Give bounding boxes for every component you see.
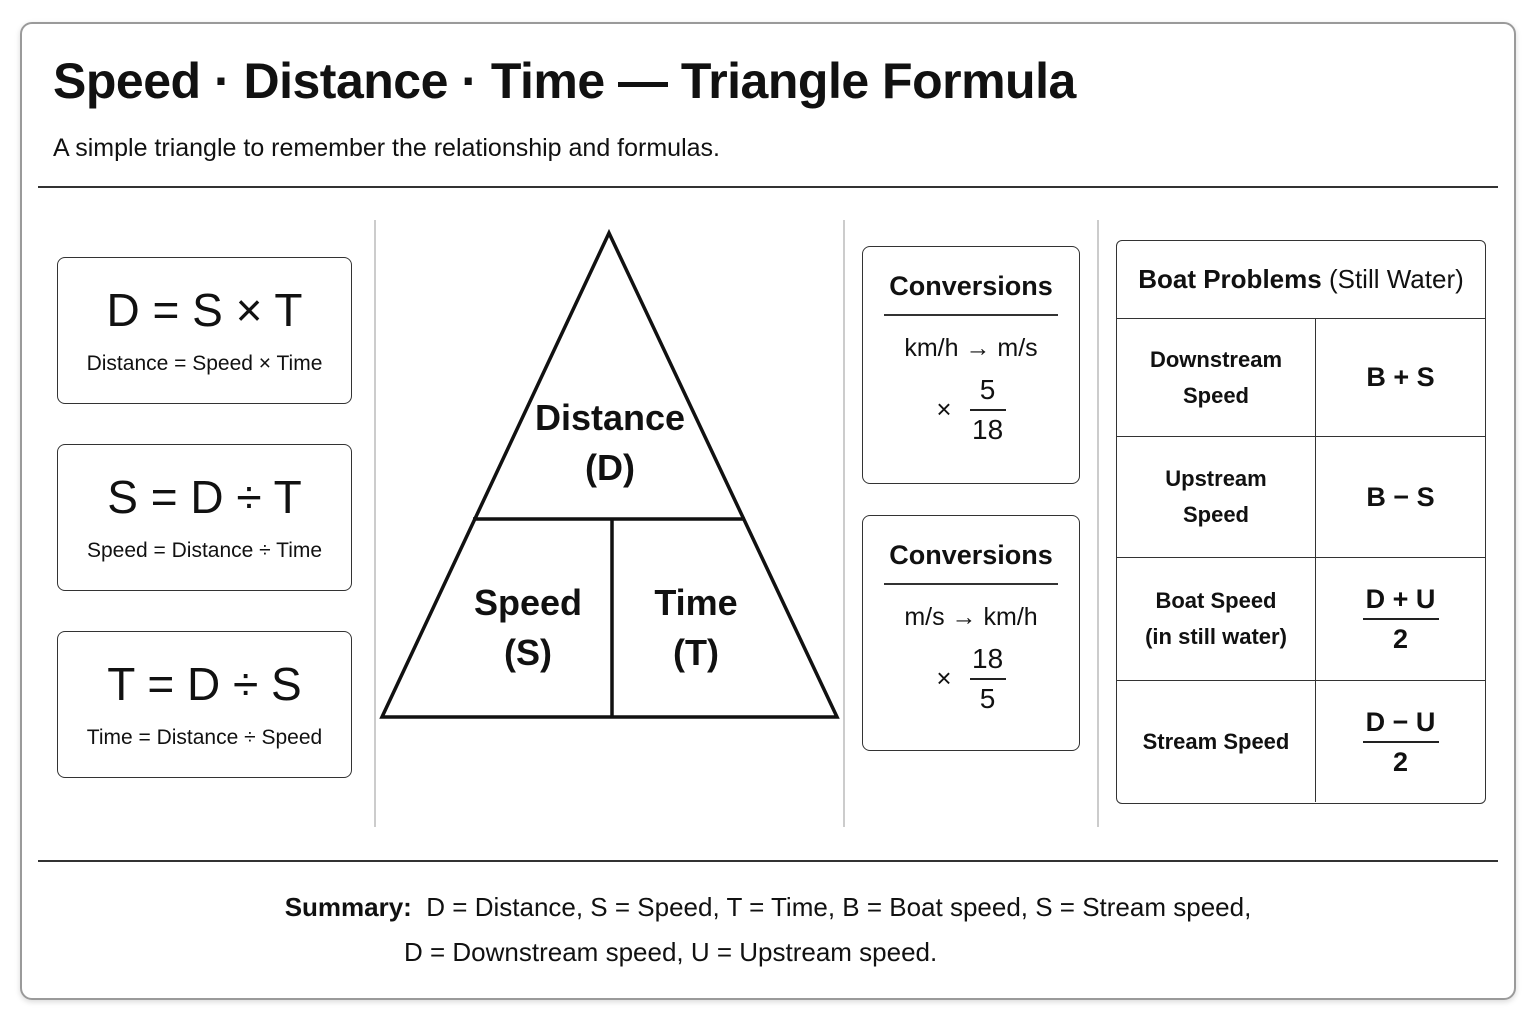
column-divider (374, 220, 376, 827)
label-name: Speed (473, 582, 583, 623)
formula: T = D ÷ S (107, 658, 302, 710)
column-divider (1097, 220, 1099, 827)
label-symbol: (S) (504, 632, 552, 673)
table-row: Stream Speed D − U 2 (1117, 681, 1485, 802)
formula-card-time: T = D ÷ S Time = Distance ÷ Speed (57, 631, 352, 778)
triangle-time-label: Time (T) (586, 578, 806, 678)
conversion-divider (884, 583, 1058, 585)
conversion-divider (884, 314, 1058, 316)
denominator: 2 (1392, 746, 1409, 777)
conversion-units: m/s → km/h (904, 602, 1038, 631)
fraction-bar (969, 408, 1006, 411)
header-rest: (Still Water) (1328, 264, 1464, 294)
numerator: 18 (972, 642, 1004, 674)
formula-description: Time = Distance ÷ Speed (86, 726, 323, 749)
label-symbol: (D) (585, 447, 635, 488)
header-bold: Boat Problems (1138, 264, 1322, 294)
formula: D = S × T (106, 284, 303, 336)
value-fraction: D + U 2 (1362, 582, 1439, 656)
denominator: 5 (979, 682, 996, 714)
row-value: B − S (1366, 481, 1435, 512)
page-subtitle: A simple triangle to remember the relati… (53, 134, 720, 162)
value-fraction: D − U 2 (1362, 705, 1439, 779)
conversion-units: km/h → m/s (904, 333, 1038, 362)
multiply-sign: × (936, 663, 952, 693)
bottom-divider (38, 860, 1498, 862)
top-divider (38, 186, 1498, 188)
page-title: Speed · Distance · Time — Triangle Formu… (53, 53, 1076, 109)
summary-line-1: D = Distance, S = Speed, T = Time, B = B… (426, 892, 1252, 922)
label-name: Time (654, 582, 738, 623)
table-row: Boat Speed (in still water) D + U 2 (1117, 558, 1485, 681)
row-value: D + U 2 (1316, 558, 1485, 680)
label-symbol: (T) (673, 632, 719, 673)
summary: Summary: D = Distance, S = Speed, T = Ti… (0, 885, 1536, 975)
label-line: Downstream (1149, 346, 1283, 372)
numerator: D − U (1365, 706, 1436, 737)
row-value: B + S (1366, 362, 1435, 392)
label-name: Distance (534, 397, 686, 438)
label-line: Boat Speed (1155, 588, 1277, 613)
row-label: Stream Speed (1117, 681, 1316, 802)
fraction-bar (1362, 740, 1439, 743)
formula-card-distance: D = S × T Distance = Speed × Time (57, 257, 352, 404)
label-line: Stream Speed (1142, 728, 1290, 754)
conversion-title: Conversions (889, 540, 1053, 570)
row-label: Boat Speed (in still water) (1117, 558, 1316, 680)
triangle-distance-label: Distance (D) (500, 393, 720, 493)
cheat-sheet-card (20, 22, 1516, 1000)
summary-label: Summary: (284, 892, 412, 922)
denominator: 2 (1392, 624, 1409, 654)
summary-line-2: D = Downstream speed, U = Upstream speed… (404, 937, 938, 967)
multiply-sign: × (936, 394, 952, 424)
numerator: 5 (979, 373, 996, 405)
label-line: Speed (1182, 502, 1249, 527)
formula: S = D ÷ T (107, 471, 302, 523)
formula-description: Distance = Speed × Time (86, 352, 323, 375)
row-value: D − U 2 (1316, 681, 1485, 802)
conversion-title: Conversions (889, 271, 1053, 301)
formula-description: Speed = Distance ÷ Time (86, 539, 323, 562)
triangle-outline (379, 228, 840, 719)
label-line: Upstream (1165, 466, 1267, 491)
label-line: (in still water) (1145, 624, 1287, 649)
fraction-bar (969, 677, 1006, 680)
column-divider (843, 220, 845, 827)
boat-table-header: Boat Problems (Still Water) (1117, 241, 1485, 319)
fraction-bar (1362, 618, 1439, 620)
denominator: 18 (972, 413, 1004, 445)
numerator: D + U (1365, 584, 1436, 614)
formula-card-speed: S = D ÷ T Speed = Distance ÷ Time (57, 444, 352, 591)
label-line: Speed (1182, 382, 1249, 408)
triangle-speed-label: Speed (S) (418, 578, 638, 678)
